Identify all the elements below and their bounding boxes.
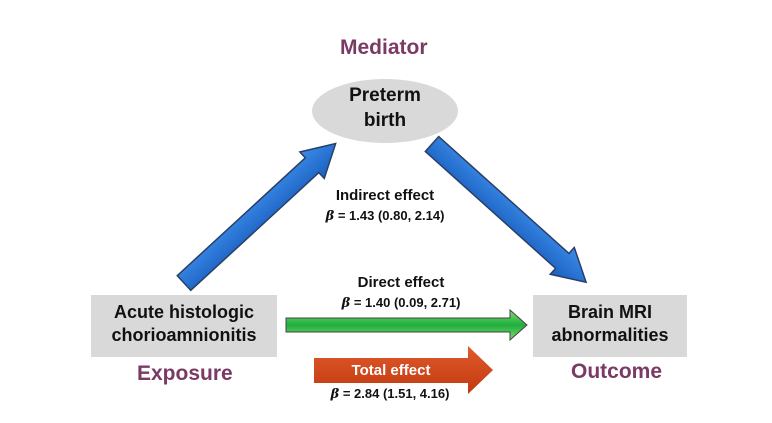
indirect-arrow-exposure-to-mediator <box>176 142 337 292</box>
beta-symbol: β <box>330 387 340 402</box>
indirect-effect-value: β = 1.43 (0.80, 2.14) <box>299 208 471 224</box>
indirect-effect-title: Indirect effect <box>335 187 435 204</box>
indirect-arrow-mediator-to-outcome <box>424 135 588 284</box>
exposure-name-line1: Acute histologic <box>113 302 254 322</box>
direct-arrow <box>285 308 528 342</box>
indirect-effect-estimate: = 1.43 (0.80, 2.14) <box>337 208 445 223</box>
mediator-node <box>312 79 458 143</box>
direct-effect-value: β = 1.40 (0.09, 2.71) <box>315 295 487 311</box>
mediator-role-label: Mediator <box>340 36 428 59</box>
direct-effect-title: Direct effect <box>357 274 445 291</box>
exposure-name-line2: chorioamnionitis <box>111 325 257 346</box>
outcome-name: Brain MRI abnormalities <box>533 301 687 348</box>
beta-symbol: β <box>325 209 335 224</box>
mediator-name-line1: Preterm <box>349 85 421 106</box>
beta-symbol: β <box>341 296 351 311</box>
total-effect-title: Total effect <box>351 362 431 379</box>
exposure-name: Acute histologic chorioamnionitis <box>91 301 277 348</box>
exposure-node <box>91 295 277 357</box>
total-effect-arrow <box>314 346 493 394</box>
total-effect-value: β = 2.84 (1.51, 4.16) <box>300 386 480 402</box>
direct-effect-estimate: = 1.40 (0.09, 2.71) <box>353 295 461 310</box>
total-effect-estimate: = 2.84 (1.51, 4.16) <box>342 386 450 401</box>
outcome-name-line1: Brain MRI <box>567 302 652 322</box>
mediator-name-line2: birth <box>363 109 407 131</box>
outcome-role-label: Outcome <box>571 360 663 383</box>
outcome-node <box>533 295 687 357</box>
exposure-role-label: Exposure <box>137 362 233 385</box>
mediator-name: Preterm birth <box>312 84 458 133</box>
outcome-name-line2: abnormalities <box>551 325 669 346</box>
